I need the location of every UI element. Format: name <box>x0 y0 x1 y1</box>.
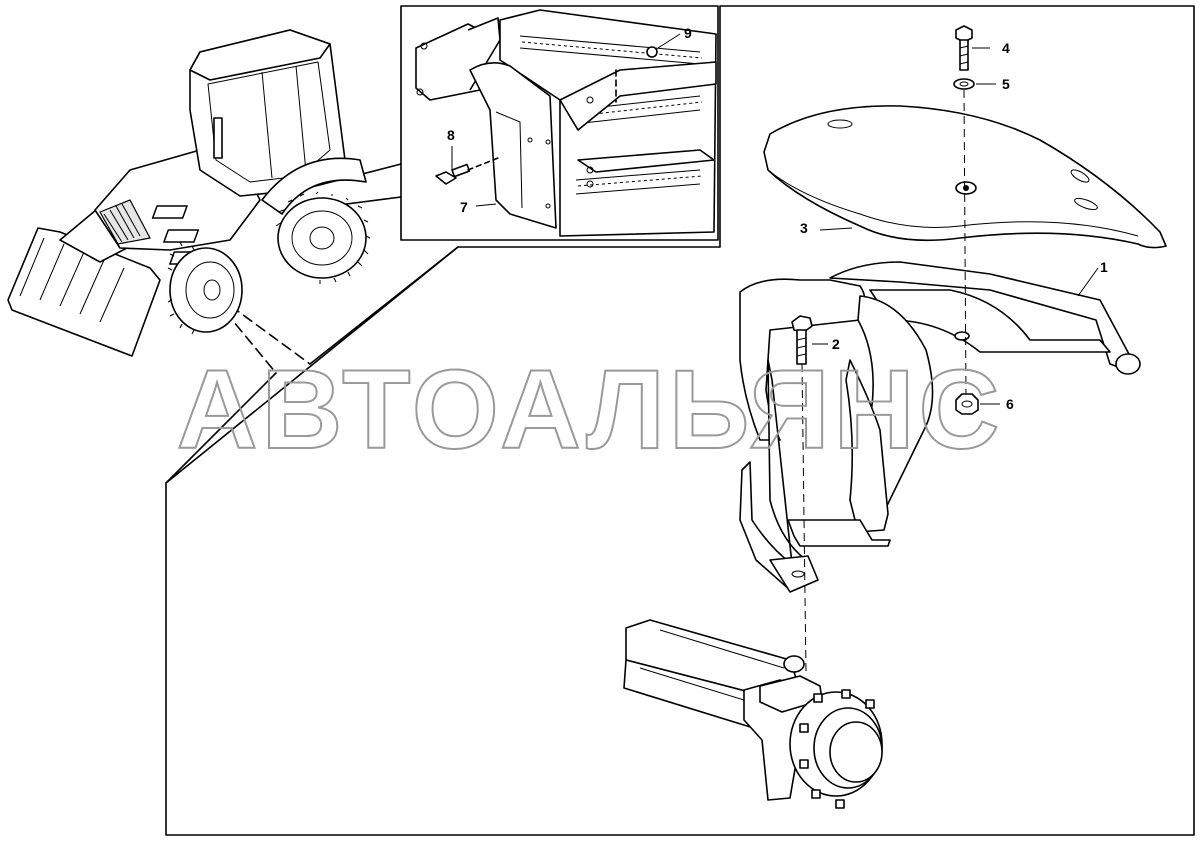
inset-frame <box>400 5 719 241</box>
fender-bracket <box>739 261 1141 593</box>
callout-3: 3 <box>800 220 808 236</box>
bolt-icon <box>791 315 813 365</box>
axle-assembly <box>623 619 883 809</box>
fender-cover <box>763 105 1167 249</box>
nut-icon <box>955 393 979 415</box>
backhoe-loader-icon <box>7 29 371 357</box>
callout-2: 2 <box>832 336 840 352</box>
callout-9: 9 <box>684 25 692 41</box>
callout-4: 4 <box>1002 40 1010 56</box>
bolt-icon <box>955 25 973 71</box>
callout-1: 1 <box>1100 259 1108 275</box>
callout-leaders <box>451 33 1099 405</box>
bolt-icon <box>435 163 471 185</box>
callout-6: 6 <box>1006 396 1014 412</box>
callout-8: 8 <box>447 127 455 143</box>
callout-7: 7 <box>460 199 468 215</box>
watermark-text: АВТОАЛЬЯНС <box>177 347 1004 472</box>
washer-icon <box>953 78 975 90</box>
inset-step-assembly <box>415 9 717 237</box>
callout-5: 5 <box>1002 76 1010 92</box>
detail-frame-outline <box>165 5 1195 836</box>
